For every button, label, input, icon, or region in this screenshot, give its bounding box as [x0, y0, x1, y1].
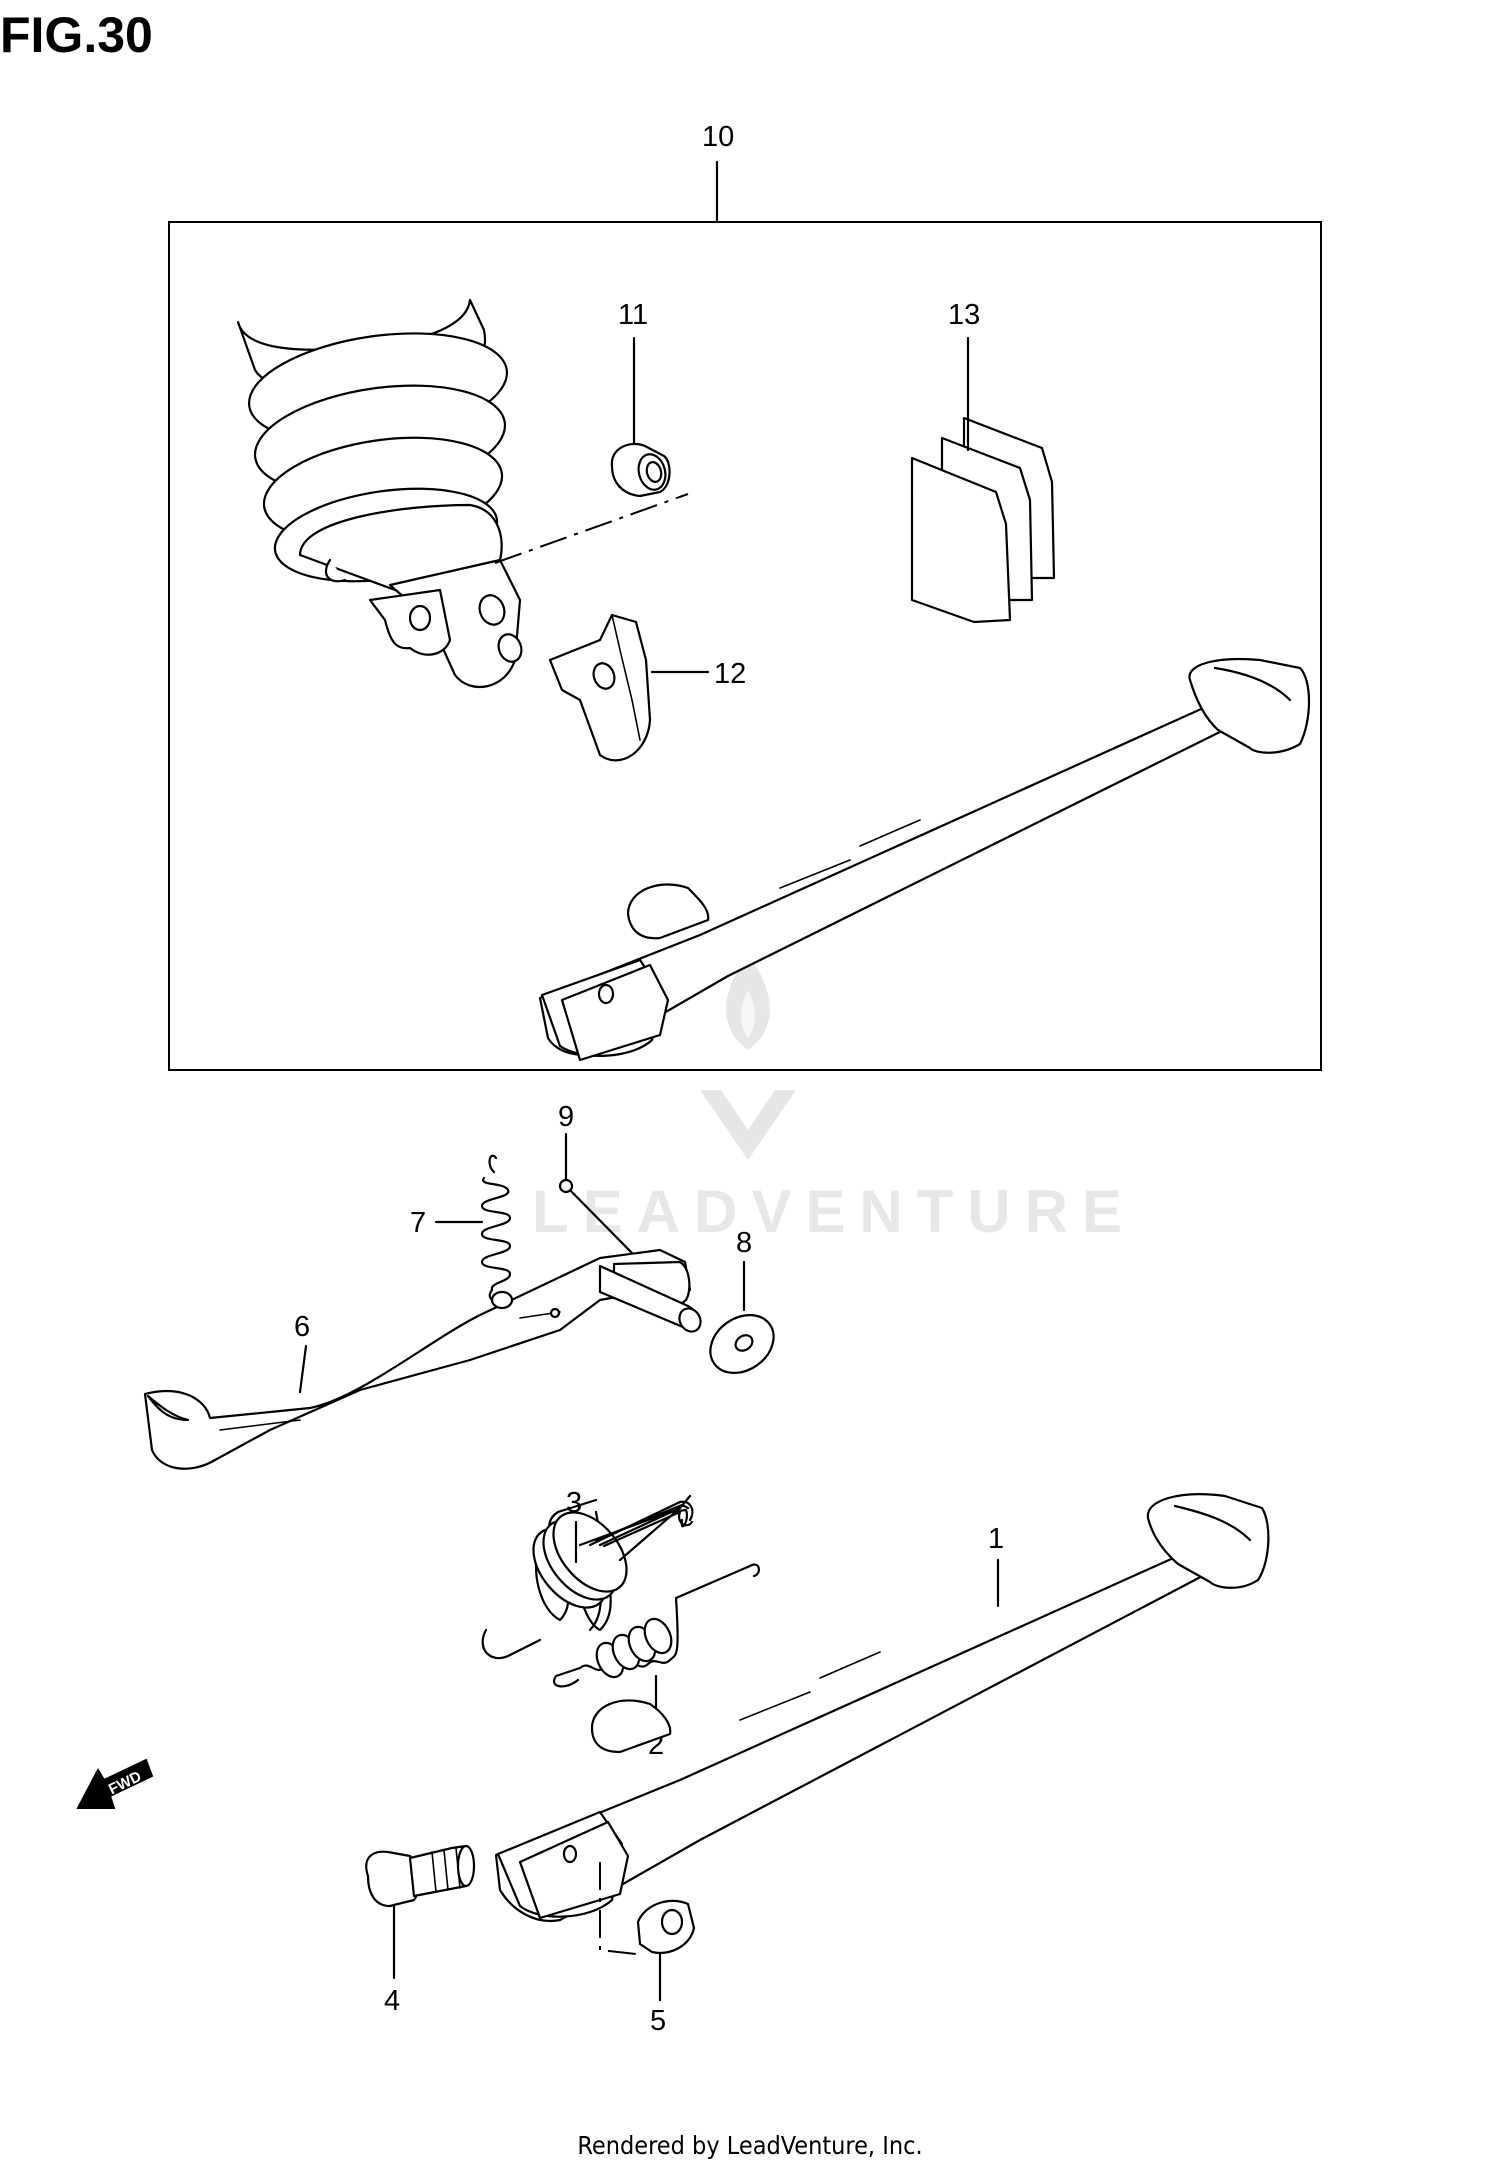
part-8-washer	[709, 1314, 775, 1374]
leader-line-6	[298, 1344, 308, 1394]
callout-4: 4	[384, 1985, 400, 2017]
callout-8: 8	[736, 1227, 752, 1259]
part-2-spring	[553, 1563, 760, 1688]
rear-shock-absorber	[236, 298, 523, 689]
kit-box-outline	[168, 221, 1322, 1071]
forward-direction-arrow-icon: FWD	[76, 1758, 154, 1809]
callout-7: 7	[410, 1207, 426, 1239]
part-11-cap	[610, 442, 671, 498]
watermark-text: LEADVENTURE	[532, 1178, 1136, 1245]
figure-title: FIG.30	[0, 7, 153, 63]
part-6-lever	[143, 1248, 702, 1470]
callout-13: 13	[948, 299, 980, 331]
leadventure-flame-logo-icon	[700, 955, 796, 1160]
part-13-pads	[910, 416, 1056, 624]
part-5-nut	[636, 1899, 696, 1954]
callout-6: 6	[294, 1311, 310, 1343]
callout-10: 10	[702, 121, 734, 153]
footer-credit: Rendered by LeadVenture, Inc.	[577, 2131, 923, 2160]
kit-side-stand	[538, 658, 1311, 1062]
callout-3: 3	[566, 1487, 582, 1519]
part-3-hook-right	[588, 1500, 694, 1547]
assembly-dashed-line-5	[599, 1862, 637, 1955]
callout-12: 12	[714, 658, 746, 690]
assembly-dashed-line-11	[494, 493, 689, 564]
callout-5: 5	[650, 2005, 666, 2037]
part-4-bolt	[365, 1844, 476, 1908]
callout-11: 11	[618, 299, 648, 331]
callout-1: 1	[988, 1523, 1004, 1555]
part-1-side-stand	[494, 1493, 1270, 1923]
part-7-spring	[480, 1154, 512, 1303]
callout-9: 9	[558, 1101, 574, 1133]
part-12-bracket	[548, 613, 652, 762]
